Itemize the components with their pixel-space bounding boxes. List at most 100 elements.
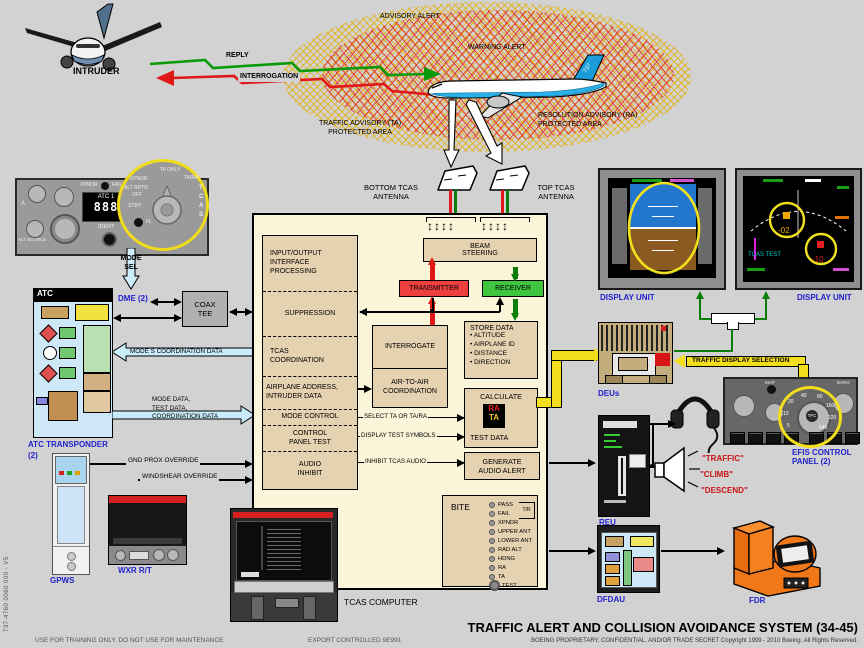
reu-slot-line [621,458,623,494]
bus-arrowhead [245,308,253,316]
windshear-arrowhead [245,476,253,484]
nd-test-text: TCAS TEST [748,252,781,258]
led [489,555,495,562]
arrowhead [588,547,596,555]
ident-label: IDENT [98,224,115,230]
dfdau-diagram [601,532,657,588]
map-label: MAP [765,380,775,385]
store-item: • DIRECTION [470,358,511,366]
calculate-box: CALCULATE RA TA TEST DATA [464,388,538,448]
antenna-feed-green [506,190,509,214]
display-test-label: DISPLAY TEST SYMBOLS [360,432,437,440]
atc-display-value: 888 [93,200,119,214]
ident-button [102,232,117,247]
headset-icon [670,396,720,453]
reu-detail [604,446,622,448]
suppression-wire [432,298,434,312]
alt-source-knob [26,220,44,238]
led-label: PASS [498,501,514,508]
code-select-knob [50,214,80,244]
reu-unit [598,415,650,517]
doc-number: 737-4760 0060 000 - V5 [4,556,10,632]
calculate-title: CALCULATE [480,392,522,401]
deu-foot [605,375,623,384]
panel-button [767,385,776,394]
own-aircraft-icon: 737 [427,54,607,119]
mode-s-coordination-label: MODE S COORDINATION DATA [130,348,223,355]
mini-box [633,557,654,572]
interrogate-block: INTERROGATE AIR-TO-AIR COORDINATION [372,325,448,408]
mode-sel-label: MODE SEL [120,255,142,271]
reply-label: REPLY [224,52,251,61]
pitch-line [652,216,674,217]
arrowhead [668,420,676,428]
module [48,391,78,421]
unit-connector-bay [231,593,337,621]
arrowhead [359,308,367,316]
gpws-label-area [57,486,85,544]
suppression-wire [499,302,501,312]
tcas-computer-unit [230,508,338,622]
receiver-box: RECEIVER [482,280,544,297]
advisory-alert-label: ADVISORY ALERT [380,13,440,20]
traffic-selection-arrowhead [674,354,685,368]
module [75,304,109,321]
store-item: • ALTITUDE [470,332,506,339]
module [59,367,76,379]
store-item: • AIRPLANE ID [470,340,515,348]
bottom-antenna-label: BOTTOM TCAS ANTENNA [364,183,418,202]
deu-unit [598,322,673,384]
efis-button [730,432,745,444]
arrowhead [496,297,504,305]
ra-protected-area-hatch [322,10,674,140]
gpws-unit [52,453,90,575]
tcas-computer-label: TCAS COMPUTER [344,597,418,607]
transmit-path [430,264,435,280]
mode-data-arrow [112,405,256,425]
ta-altitude-text: -02 [778,226,790,235]
transponder-qty: (2) [28,451,38,460]
xpndr-label: XPNDR [80,182,98,188]
wxr-rt-unit [108,495,187,565]
reu-module [629,454,646,468]
mixer [39,324,58,343]
led-label: HDNG [498,555,516,562]
led-label: TA [498,573,505,580]
unit-stripe [233,512,333,518]
proprietary-notice: BOEING PROPRIETARY, CONFIDENTIAL, AND/OR… [531,638,858,644]
bite-test-button [489,580,500,591]
alt-source-label: ALT SOURCE [18,237,47,242]
reu-label: REU [599,518,616,527]
coax-tcas-bus [230,311,252,313]
bus-arrowhead [174,314,182,322]
store-item: • DISTANCE [470,349,507,357]
pitch-line [648,206,678,207]
reu-detail [604,434,620,436]
module [41,306,69,319]
audio-alert-wire [549,462,591,464]
led [489,510,495,517]
speaker-icon [654,446,700,493]
mixer [39,364,58,383]
pitch-line [648,240,678,241]
range-knob-highlight [778,386,842,448]
gpws-label: GPWS [50,576,75,585]
tail-logo: 737 [583,62,594,74]
bus-arrowhead [150,298,158,306]
atc-display-title: ATC 1 [97,194,115,200]
nameplate [241,572,259,577]
led [489,501,495,508]
mini-strip [623,550,632,586]
efis-button [748,432,763,444]
connector [275,598,299,608]
arrowhead [457,433,465,441]
arrowhead [364,385,372,393]
wxr-label: WXR R/T [118,566,152,575]
fl-label: FL [146,219,152,225]
pitch-line [652,250,674,251]
module [83,373,111,391]
module [59,347,76,359]
arrowhead [588,459,596,467]
dme-coax-bus [152,301,180,303]
transmitter-box: TRANSMITTER [399,280,469,297]
